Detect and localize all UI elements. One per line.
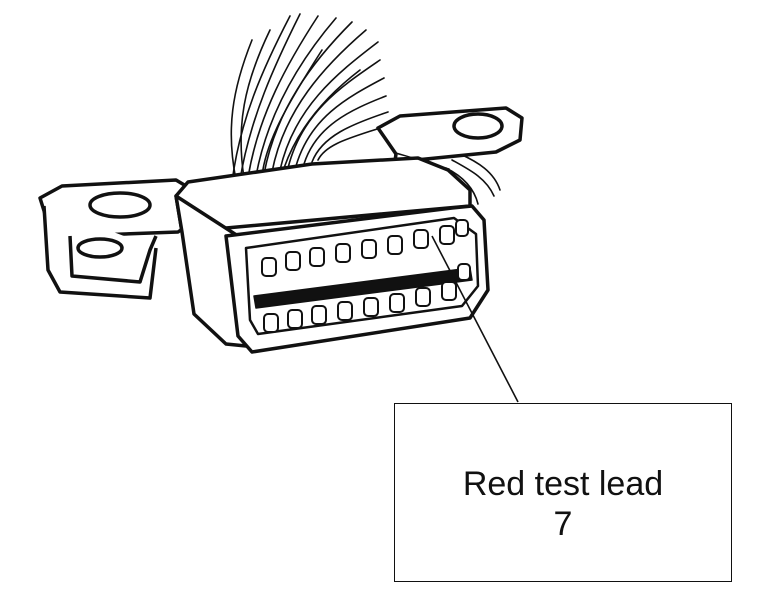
callout-box: Red test lead 7 <box>394 403 732 582</box>
wire-harness <box>230 13 501 205</box>
callout-label: Red test lead <box>462 464 664 503</box>
left-mounting-tab <box>38 178 200 300</box>
keying-slot <box>253 267 473 309</box>
upper-pin-row <box>261 219 469 277</box>
callout-pin-number: 7 <box>553 504 573 543</box>
right-mounting-hole <box>452 112 504 140</box>
leader-line <box>431 235 519 403</box>
left-mounting-hole <box>88 191 152 219</box>
pin-7 <box>413 229 429 249</box>
lower-pin-row <box>263 263 471 333</box>
left-lower-hole <box>76 237 124 259</box>
